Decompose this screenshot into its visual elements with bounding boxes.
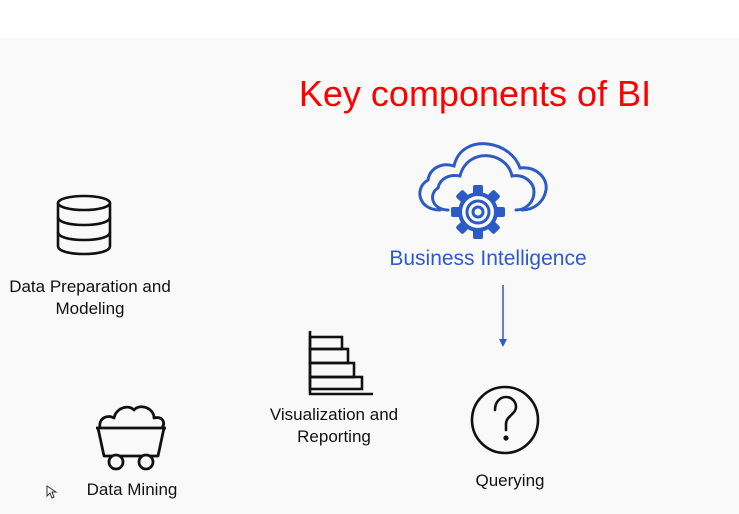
visualization-label: Visualization and Reporting (269, 405, 399, 446)
mouse-cursor-icon (46, 485, 58, 504)
slide-title: Key components of BI (298, 73, 652, 114)
database-icon (55, 194, 113, 261)
mine-cart-icon (94, 404, 168, 477)
data-preparation-label: Data Preparation and Modeling (9, 277, 171, 318)
bar-chart-icon (307, 331, 375, 402)
down-arrow-icon (497, 285, 509, 354)
data-mining-label: Data Mining (86, 480, 178, 499)
business-intelligence-label: Business Intelligence (389, 247, 587, 270)
question-circle-icon (469, 384, 541, 461)
slide-canvas (0, 38, 739, 514)
cloud-gear-icon (412, 140, 550, 245)
querying-label: Querying (475, 471, 545, 490)
top-band (0, 0, 739, 38)
